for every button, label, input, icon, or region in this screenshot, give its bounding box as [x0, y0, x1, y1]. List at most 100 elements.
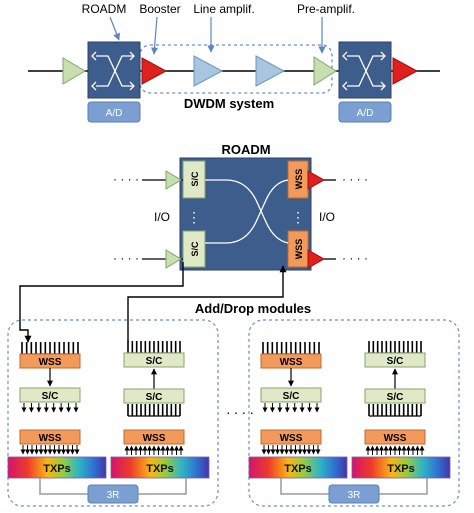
- module-outline: [7, 319, 219, 507]
- dwdm-system-outline: [139, 44, 333, 94]
- pre-amplifier-icon: [165, 249, 182, 269]
- wss-label: WSS: [294, 169, 304, 190]
- sc-drop[interactable]: [260, 387, 322, 403]
- label-roadm: ROADM: [82, 2, 127, 16]
- txps-bar[interactable]: [110, 456, 210, 479]
- fiber-arrows: [261, 445, 321, 455]
- regen-3r-box[interactable]: [328, 484, 380, 504]
- add-connection-arrow: [127, 265, 287, 342]
- output-dots: · · · ·: [342, 172, 368, 186]
- booster-amplifier-icon: [141, 57, 168, 85]
- wss-drop-2-label: WSS: [280, 433, 303, 444]
- sc-coupler-bottom[interactable]: [182, 230, 206, 268]
- sc-add-2[interactable]: [123, 388, 185, 404]
- fiber-arrows: [21, 403, 79, 413]
- io-label-left: I/O: [154, 210, 170, 224]
- sc-label: S/C: [190, 171, 200, 187]
- booster-amplifier-icon: [392, 57, 419, 85]
- fiber-comb: [127, 341, 181, 354]
- roadm-internal-links: [205, 179, 289, 244]
- output-dots: · · · ·: [342, 251, 368, 265]
- sc-add-label: S/C: [146, 356, 163, 367]
- wss-add-label: WSS: [143, 433, 166, 444]
- wss-drop-2[interactable]: [260, 429, 322, 445]
- adddrop-title: Add/Drop modules: [195, 301, 311, 316]
- switch-cross-icon: [342, 51, 386, 91]
- wss-drop-2[interactable]: [19, 429, 81, 445]
- input-dots: · · · ·: [113, 172, 139, 186]
- line-amplifier-icon: [255, 55, 286, 87]
- txps-bar[interactable]: [7, 456, 107, 479]
- switch-cross-icon: [91, 51, 135, 91]
- fiber-comb: [368, 404, 422, 417]
- txps-label: TXPs: [146, 463, 174, 475]
- wss-add[interactable]: [364, 429, 426, 445]
- drop-connection-arrow: [19, 262, 184, 343]
- wss-label: WSS: [294, 239, 304, 260]
- wss-drop-label: WSS: [280, 357, 303, 368]
- pointer-arrow: [109, 16, 120, 41]
- txps-label: TXPs: [43, 463, 71, 475]
- sc-add-2-label: S/C: [146, 392, 163, 403]
- ad-box-right[interactable]: [338, 101, 392, 123]
- input-dots: · · · ·: [113, 251, 139, 265]
- module-outline: [248, 319, 460, 507]
- fiber-comb: [368, 341, 422, 354]
- regen-loop-line: [280, 478, 428, 495]
- fiber-comb: [127, 404, 181, 417]
- regen-3r-label: 3R: [107, 490, 120, 501]
- module-separator-dots: . . . .: [226, 401, 253, 417]
- fiber-comb: [262, 342, 320, 355]
- sc-add-2-label: S/C: [387, 392, 404, 403]
- regen-loop-line: [39, 478, 187, 495]
- ad-label-right: A/D: [357, 108, 374, 119]
- fiber-arrows: [124, 445, 184, 455]
- fiber-arrows: [365, 445, 425, 455]
- pre-amplifier-icon: [313, 56, 337, 86]
- input-amplifier-icon: [62, 57, 86, 85]
- vertical-dots: ⋮: [187, 209, 201, 225]
- dwdm-system-title: DWDM system: [184, 96, 274, 111]
- booster-amplifier-icon: [307, 249, 326, 269]
- fiber-arrows: [262, 403, 320, 413]
- vertical-dots: ⋮: [291, 209, 305, 225]
- adddrop-modules: WSS S/C WSS S/C S/C WSS TXPs TXPs 3R WSS S/C WSS S/C…: [7, 319, 460, 507]
- roadm-detail: ROADM S/C S/C WSS WSS ⋮ ⋮ · · · · · · · …: [19, 142, 368, 343]
- wss-drop-label: WSS: [39, 357, 62, 368]
- pre-amplifier-icon: [165, 170, 182, 190]
- label-line-amplif: Line amplif.: [193, 2, 254, 16]
- wss-add-label: WSS: [384, 433, 407, 444]
- line-amplifier-icon: [193, 55, 224, 87]
- ad-label-left: A/D: [106, 108, 123, 119]
- regen-3r-label: 3R: [348, 490, 361, 501]
- txps-bar[interactable]: [351, 456, 451, 479]
- label-pre-amplif: Pre-amplif.: [297, 2, 355, 16]
- wss-bottom[interactable]: [287, 230, 309, 268]
- regen-3r-box[interactable]: [87, 484, 139, 504]
- pointer-arrow: [150, 16, 159, 55]
- adddrop-module: WSS S/C WSS S/C S/C WSS TXPs TXPs 3R: [248, 319, 460, 507]
- sc-drop-label: S/C: [283, 391, 300, 402]
- sc-label: S/C: [190, 241, 200, 257]
- sc-drop[interactable]: [19, 387, 81, 403]
- io-label-right: I/O: [319, 210, 335, 224]
- txps-bar[interactable]: [248, 456, 348, 479]
- ad-box-left[interactable]: [87, 101, 141, 123]
- roadm-title: ROADM: [221, 142, 270, 157]
- sc-add-2[interactable]: [364, 388, 426, 404]
- txps-label: TXPs: [387, 463, 415, 475]
- sc-drop-label: S/C: [42, 391, 59, 402]
- sc-add[interactable]: [123, 352, 185, 368]
- label-booster: Booster: [139, 2, 180, 16]
- fiber-comb: [21, 342, 79, 355]
- wss-drop-2-label: WSS: [39, 433, 62, 444]
- booster-amplifier-icon: [307, 170, 326, 190]
- wss-add[interactable]: [123, 429, 185, 445]
- dwdm-system: A/D A/D ROADM Booster Line amplif. Pre-a…: [28, 2, 440, 123]
- fiber-arrows: [20, 445, 80, 455]
- sc-add-label: S/C: [387, 356, 404, 367]
- adddrop-module: WSS S/C WSS S/C S/C WSS TXPs TXPs 3R: [7, 319, 219, 507]
- sc-add[interactable]: [364, 352, 426, 368]
- txps-label: TXPs: [284, 463, 312, 475]
